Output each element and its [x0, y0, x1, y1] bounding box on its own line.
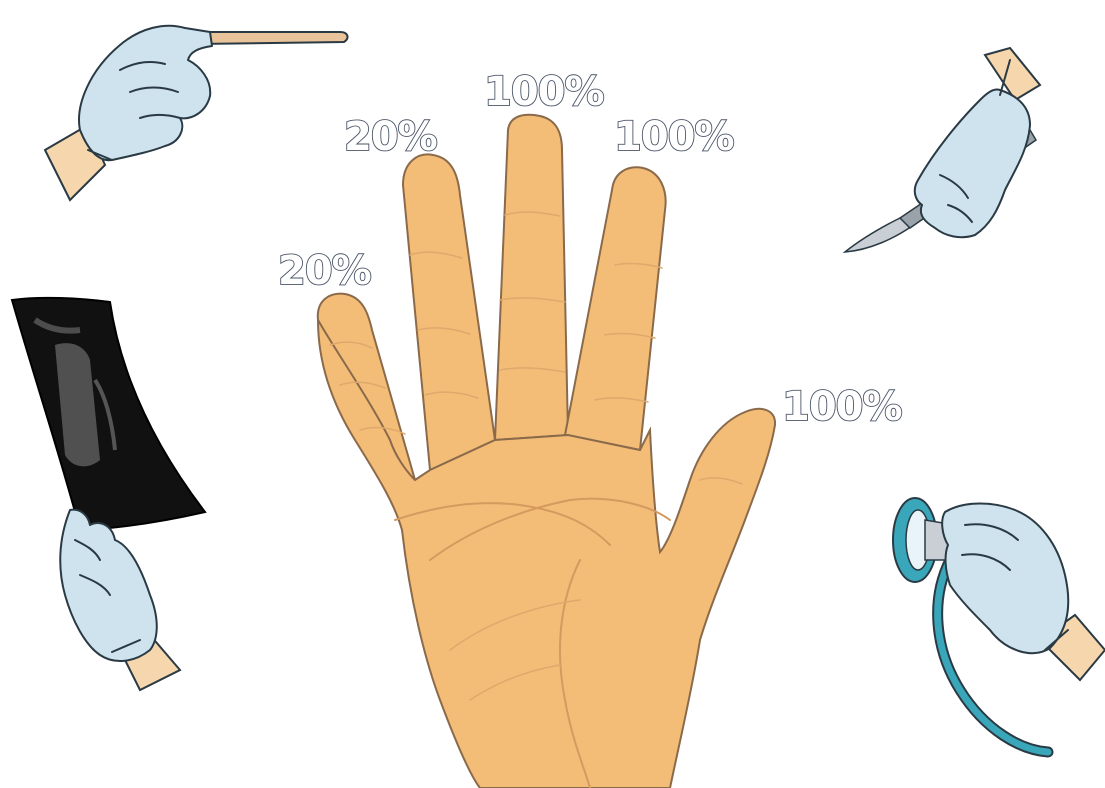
gloved-hand-stethoscope-icon: [893, 498, 1105, 752]
index-finger-percentage-label: 100%: [614, 114, 734, 160]
little-finger-percentage-label: 20%: [278, 248, 371, 294]
gloved-hand-xray-film-icon: [12, 298, 205, 690]
thumb-percentage-label: 100%: [782, 384, 902, 430]
open-palm-hand-icon: [318, 115, 775, 788]
middle-finger-percentage-label: 100%: [484, 69, 604, 115]
gloved-hand-scalpel-icon: [845, 48, 1040, 252]
gloved-hand-tongue-depressor-icon: [45, 26, 347, 200]
ring-finger-percentage-label: 20%: [344, 114, 437, 160]
